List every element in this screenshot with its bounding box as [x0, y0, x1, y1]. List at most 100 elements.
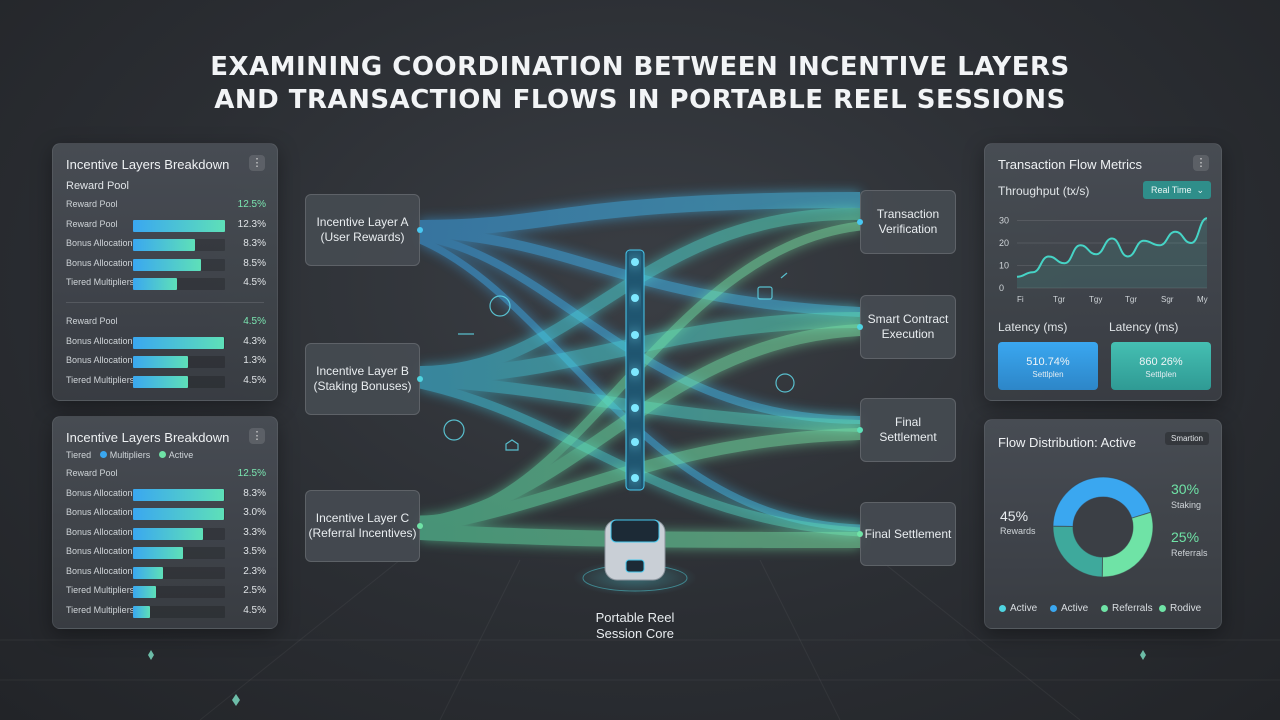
filter-badge[interactable]: Smartion [1164, 432, 1209, 445]
time-range-dropdown[interactable]: Real Time ⌄ [1143, 181, 1211, 199]
bar-value: 8.5% [243, 257, 266, 269]
legend-item: Tiered [66, 450, 92, 460]
flow-distribution-panel: Flow Distribution: Active Smartion 45% R… [984, 419, 1222, 629]
legend-item-active: Active [999, 603, 1037, 614]
bar-label: Bonus Allocation [66, 507, 133, 517]
flow-distribution-donut [1052, 476, 1154, 578]
connector-dot [857, 324, 863, 330]
legend: Tiered Multipliers Active [66, 450, 193, 460]
bar-label: Tiered Multipliers [66, 277, 135, 287]
x-tick-label: Tgr [1125, 295, 1137, 304]
bar-fill [133, 586, 156, 598]
bar-fill [133, 605, 150, 618]
legend-item-rodive: Rodive [1159, 603, 1201, 614]
bar-label: Bonus Allocation [66, 546, 133, 556]
bar-value: 4.5% [243, 374, 266, 386]
chevron-down-icon: ⌄ [1196, 185, 1204, 195]
x-tick-label: My [1197, 295, 1208, 304]
target-node-execution[interactable]: Smart Contract Execution [857, 295, 956, 359]
connector-dot [857, 219, 863, 225]
panel-title: Flow Distribution: Active [998, 435, 1136, 450]
bar-label: Bonus Allocation [66, 238, 133, 248]
more-menu-icon[interactable]: ⋮ [249, 155, 265, 171]
bar-value: 8.3% [243, 238, 266, 249]
bar-label: Reward Pool [66, 468, 118, 478]
bar-fill [133, 375, 188, 388]
bar-row: Tiered Multipliers 4.5% [66, 604, 266, 618]
legend-dot [158, 451, 166, 458]
incentive-breakdown-panel-top: Incentive Layers Breakdown ⋮ Reward Pool… [52, 143, 278, 401]
page-title-line2: AND TRANSACTION FLOWS IN PORTABLE REEL S… [214, 85, 1066, 115]
latency-box-2[interactable]: 860 26% Settlplen [1111, 342, 1211, 390]
more-menu-icon[interactable]: ⋮ [1193, 155, 1209, 171]
bar-fill [133, 547, 184, 559]
bar-value: 3.3% [243, 526, 266, 538]
panel-title: Transaction Flow Metrics [998, 157, 1142, 172]
referrals-pct: 25% [1171, 529, 1200, 545]
y-tick-label: 20 [999, 238, 1009, 248]
bar-track [133, 605, 225, 618]
bar-row: Bonus Allocation 3.0% [66, 506, 266, 520]
bar-label: Bonus Allocation [66, 335, 133, 346]
bar-fill [133, 488, 225, 501]
panel-title: Incentive Layers Breakdown [66, 430, 230, 445]
legend-dot [1101, 604, 1108, 612]
source-node-a[interactable]: Incentive Layer A (User Rewards) [305, 194, 423, 266]
bar-label: Reward Pool [66, 316, 118, 326]
legend-item: Multipliers [109, 450, 151, 460]
chart-label: Throughput (tx/s) [998, 184, 1090, 198]
latency-label-1: Latency (ms) [998, 320, 1068, 334]
y-tick-label: 10 [999, 261, 1009, 271]
legend-item: Active [168, 450, 194, 460]
bar-value: 12.5% [237, 199, 266, 210]
bar-label: Reward Pool [66, 199, 118, 209]
core-label: Portable Reel Session Core [595, 610, 675, 641]
x-tick-label: Tgr [1053, 295, 1065, 304]
target-node-final-settlement[interactable]: Final Settlement [857, 398, 956, 462]
bar-value: 4.5% [243, 316, 266, 327]
bar-label: Bonus Allocation [66, 355, 133, 365]
staking-label: Staking [1171, 500, 1202, 510]
bar-fill [133, 239, 196, 251]
target-node-verification[interactable]: Transaction Verification [857, 190, 956, 254]
bar-fill [133, 219, 225, 232]
bar-row: Bonus Allocation 8.3% [66, 237, 266, 251]
page-title-line1: EXAMINING COORDINATION BETWEEN INCENTIVE… [210, 52, 1070, 82]
bar-value: 4.5% [243, 604, 266, 616]
panel-title: Incentive Layers Breakdown [66, 157, 230, 172]
bar-value: 12.5% [237, 468, 266, 479]
source-node-b[interactable]: Incentive Layer B (Staking Bonuses) [305, 343, 423, 415]
y-tick-label: 0 [999, 283, 1004, 293]
bar-fill [133, 508, 225, 520]
connector-dot [857, 427, 863, 433]
bar-fill [133, 278, 178, 290]
connector-dot [417, 376, 423, 382]
referrals-label: Referrals [1171, 548, 1208, 558]
bar-value: 3.5% [243, 546, 266, 557]
bar-track [133, 586, 225, 598]
target-node-final-settlement-2[interactable]: Final Settlement [857, 502, 956, 566]
rewards-label: Rewards [1000, 526, 1036, 536]
bar-value: 3.0% [243, 507, 266, 518]
legend-item-referrals: Referrals [1101, 603, 1153, 614]
latency-box-1[interactable]: 510.74% Settlplen [998, 342, 1098, 390]
x-tick-label: Sgr [1161, 295, 1174, 304]
bar-label: Bonus Allocation [66, 565, 133, 576]
bar-row: Reward Pool 12.5% [66, 198, 266, 212]
bar-label: Tiered Multipliers [66, 374, 135, 385]
bar-value: 12.3% [237, 218, 266, 230]
more-menu-icon[interactable]: ⋮ [249, 428, 265, 444]
source-node-c[interactable]: Incentive Layer C (Referral Incentives) [305, 490, 423, 562]
connector-dot [417, 523, 423, 529]
staking-pct: 30% [1171, 481, 1200, 497]
legend-dot [1159, 604, 1166, 612]
bar-label: Tiered Multipliers [66, 604, 135, 615]
panel-subtitle: Reward Pool [66, 180, 129, 192]
throughput-line [1016, 217, 1208, 278]
